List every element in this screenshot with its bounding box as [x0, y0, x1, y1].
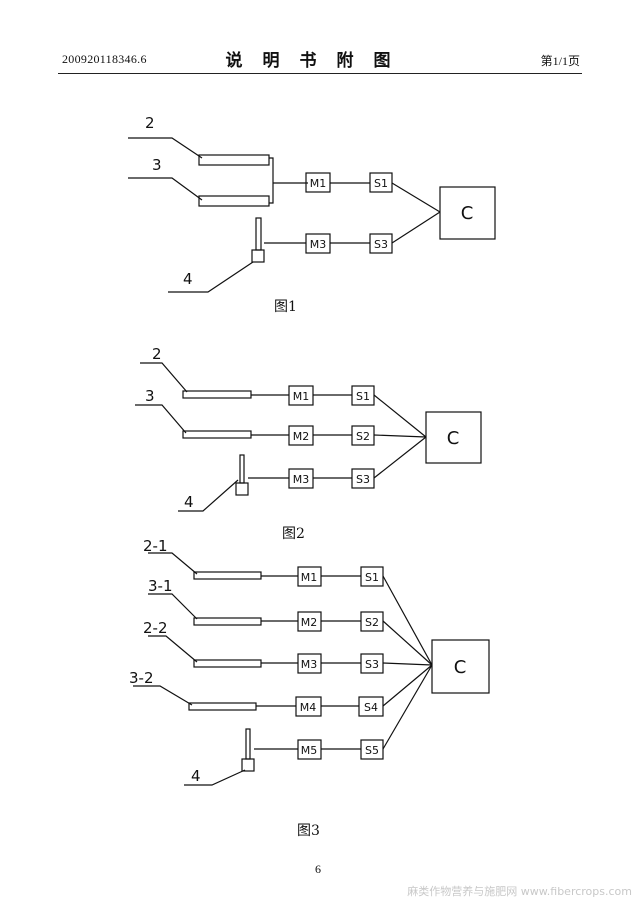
- fig3-s2-label: S2: [365, 616, 379, 629]
- fig2-m2-label: M2: [293, 430, 310, 443]
- figure-1-caption: 图1: [274, 299, 297, 315]
- fig3-s5-label: S5: [365, 744, 379, 757]
- fig1-switch-s3: [369, 233, 393, 254]
- fig3-m5-label: M5: [301, 744, 318, 757]
- fig2-probe-4: [239, 454, 245, 484]
- fig3-switch-s5: [360, 739, 384, 760]
- fig2-m3-label: M3: [293, 473, 310, 486]
- fig1-s1-label: S1: [374, 177, 388, 190]
- fig2-s3-label: S3: [356, 473, 370, 486]
- fig3-sensor-3-1: [193, 617, 262, 626]
- page-label: 第1/1页: [540, 54, 580, 68]
- fig1-controller: [439, 186, 496, 240]
- fig3-controller: [431, 639, 490, 694]
- fig3-sensor-2-1: [193, 571, 262, 580]
- fig2-ref-2: 2: [152, 345, 162, 363]
- fig3-m2-label: M2: [301, 616, 318, 629]
- fig3-m3-label: M3: [301, 658, 318, 671]
- fig2-ref-4: 4: [184, 493, 194, 511]
- fig3-probe-4: [245, 728, 251, 760]
- fig2-m1-label: M1: [293, 390, 310, 403]
- fig1-probe-4: [255, 217, 262, 251]
- fig3-sensor-2-2: [193, 659, 262, 668]
- fig2-c-label: C: [447, 428, 460, 449]
- fig3-ref-3-2: 3-2: [129, 669, 154, 687]
- fig3-s3-label: S3: [365, 658, 379, 671]
- fig1-ref-2: 2: [145, 114, 155, 132]
- fig2-ref-3: 3: [145, 387, 155, 405]
- header-rule: [58, 73, 582, 74]
- figure-3-caption: 图3: [297, 823, 320, 839]
- fig3-s1-label: S1: [365, 571, 379, 584]
- fig1-s3-label: S3: [374, 238, 388, 251]
- fig3-sensor-3-2: [188, 702, 257, 711]
- fig2-sensor-2: [182, 390, 252, 399]
- watermark: 麻类作物营养与施肥网 www.fibercrops.com: [407, 885, 632, 898]
- figure-2-diagram: [135, 362, 482, 512]
- fig1-switch-s1: [369, 172, 393, 193]
- document-title: 说明书附图: [225, 51, 411, 71]
- fig1-ref-3: 3: [152, 156, 162, 174]
- fig3-c-label: C: [454, 657, 467, 678]
- fig2-s2-label: S2: [356, 430, 370, 443]
- fig3-ref-4: 4: [191, 767, 201, 785]
- application-number: 200920118346.6: [62, 52, 147, 66]
- fig3-ref-2-2: 2-2: [143, 619, 168, 637]
- fig2-s1-label: S1: [356, 390, 370, 403]
- figure-1-diagram: [128, 137, 496, 293]
- figure-2-caption: 图2: [282, 526, 305, 542]
- fig3-switch-s4: [358, 696, 384, 717]
- fig3-m1-label: M1: [301, 571, 318, 584]
- fig3-m4-label: M4: [300, 701, 317, 714]
- fig1-m3-label: M3: [310, 238, 327, 251]
- figure-3-diagram: [133, 552, 490, 786]
- fig1-c-label: C: [461, 203, 474, 224]
- fig1-m1-label: M1: [310, 177, 327, 190]
- fig1-ref-4: 4: [183, 270, 193, 288]
- page-number: 6: [315, 862, 321, 876]
- fig1-sensor-3: [198, 195, 270, 207]
- fig3-s4-label: S4: [364, 701, 378, 714]
- fig2-sensor-3: [182, 430, 252, 439]
- fig3-ref-2-1: 2-1: [143, 537, 168, 555]
- fig2-controller: [425, 411, 482, 464]
- fig2-switch-s3: [351, 468, 375, 489]
- fig3-ref-3-1: 3-1: [148, 577, 173, 595]
- fig1-sensor-2: [198, 154, 270, 166]
